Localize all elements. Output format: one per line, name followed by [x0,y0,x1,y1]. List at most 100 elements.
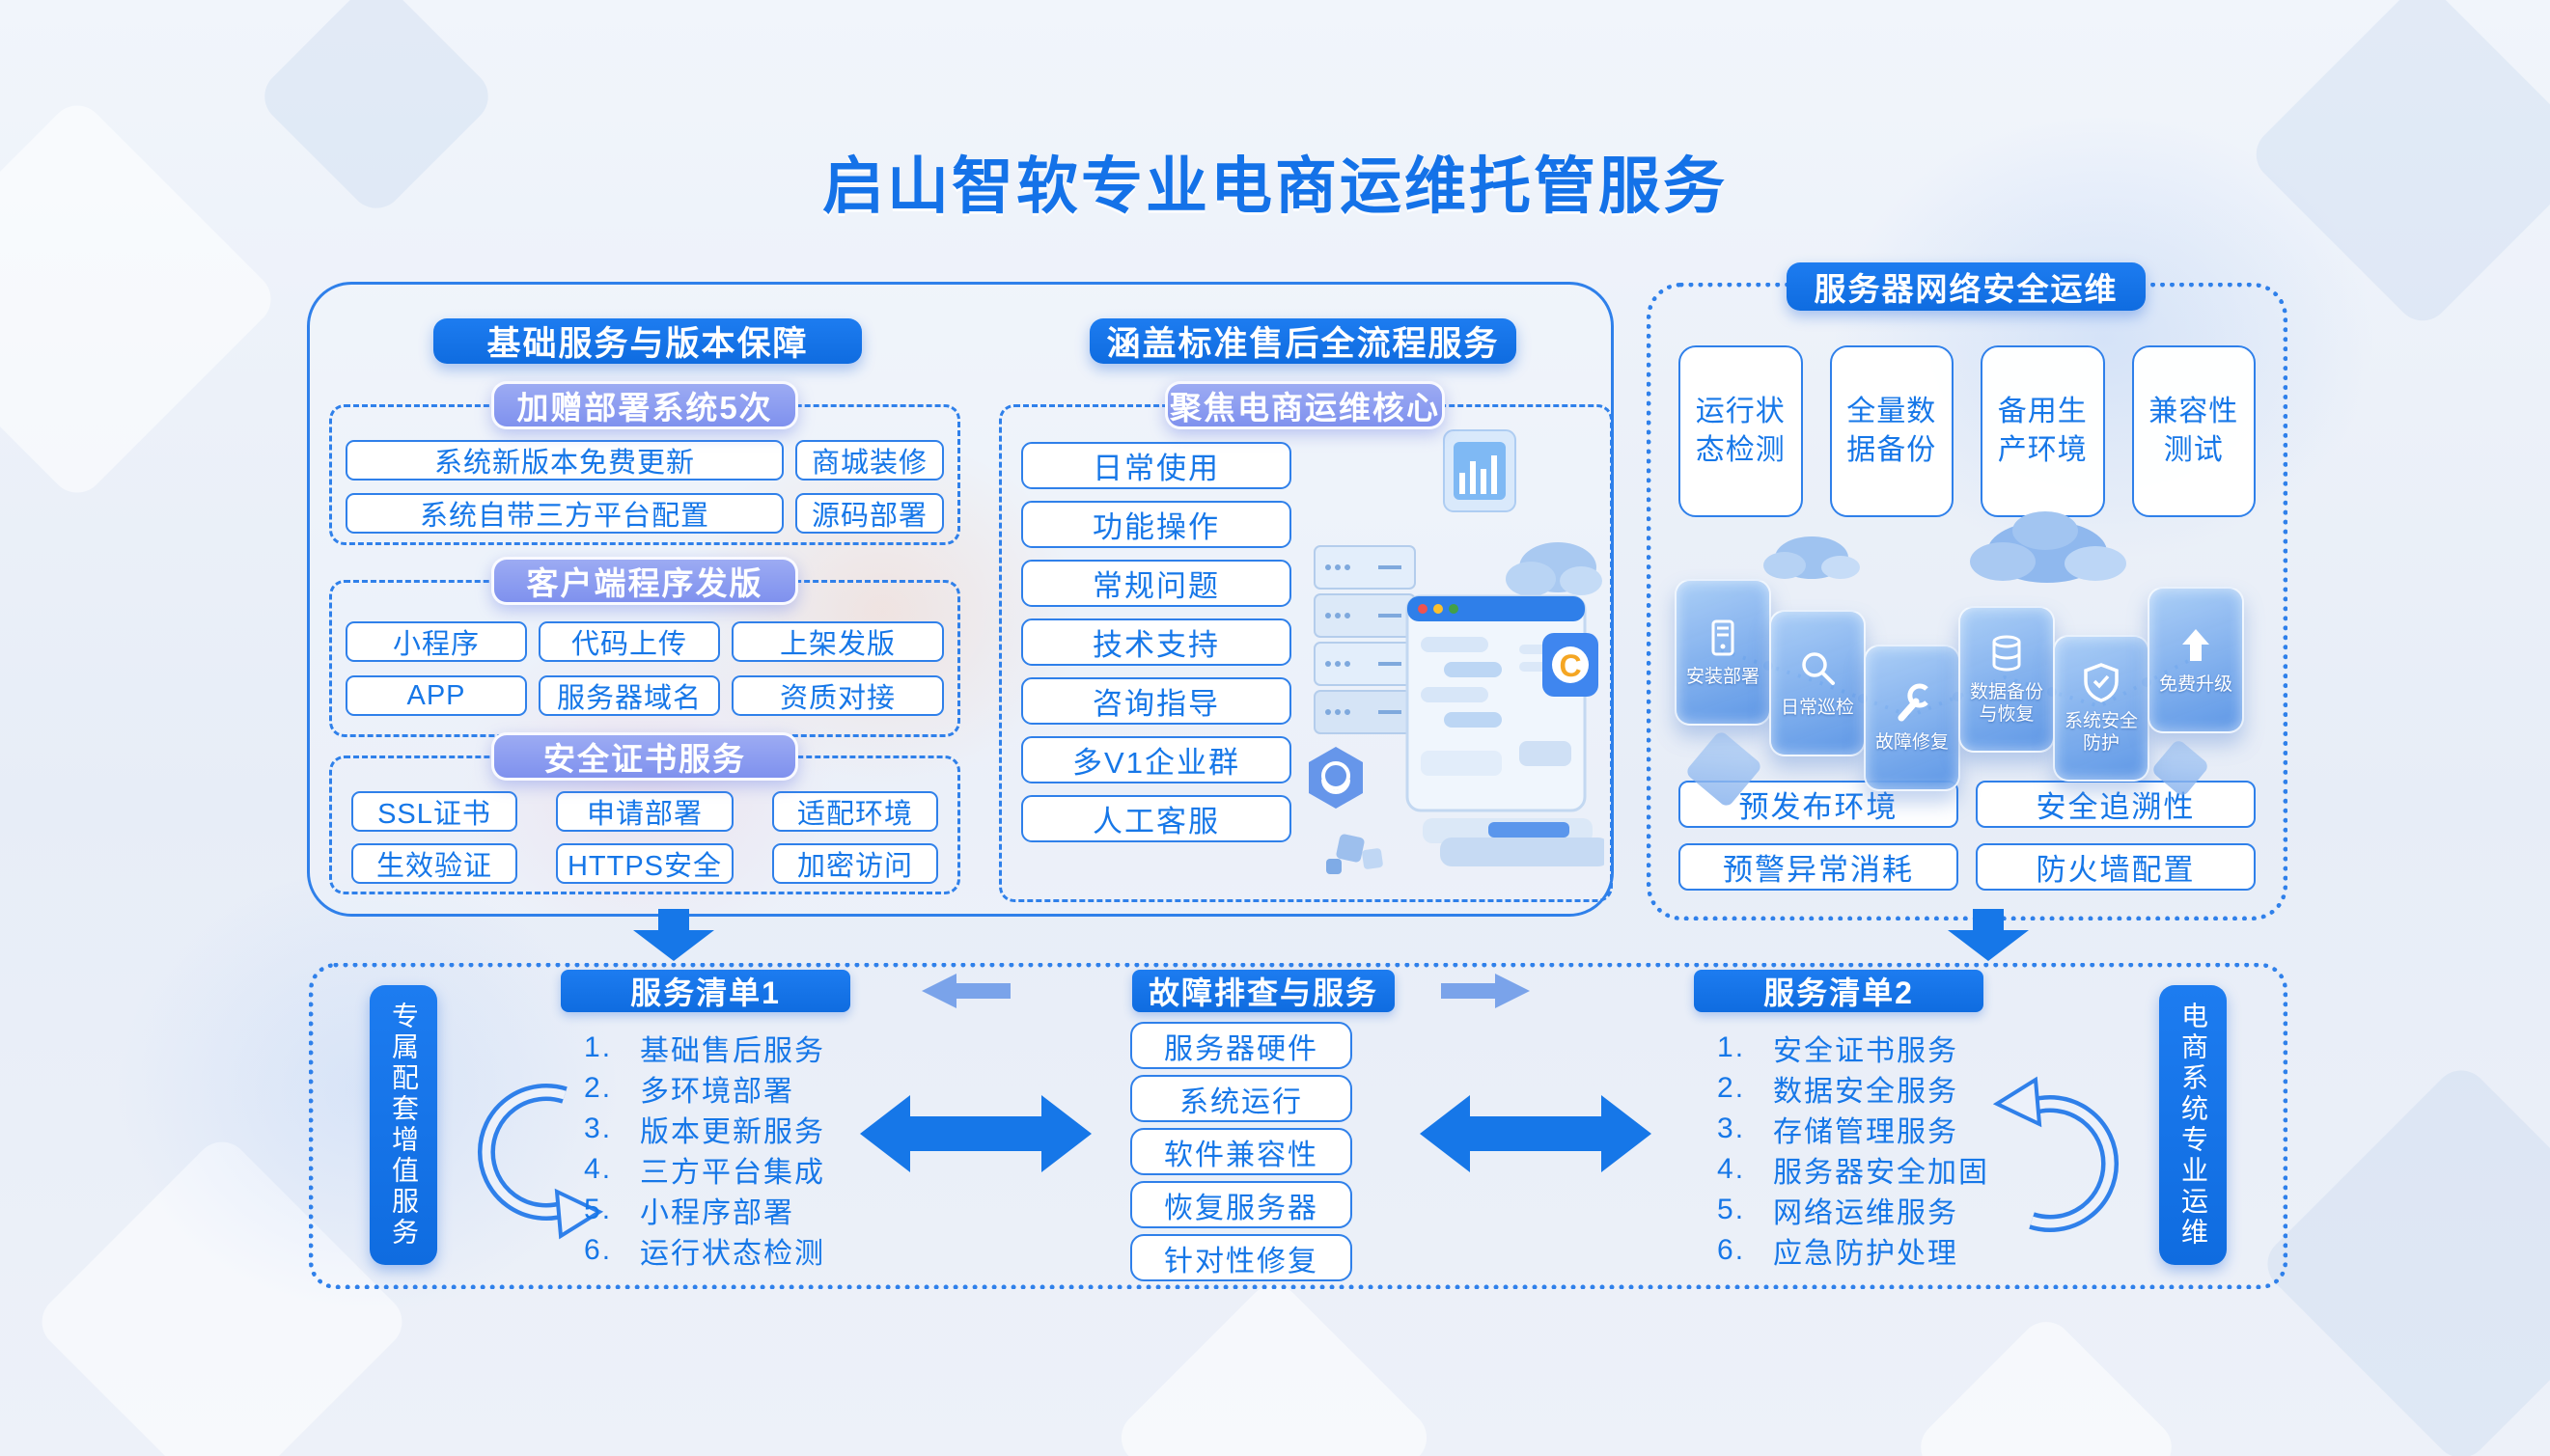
ecommerce-ops-illustration: C [1309,429,1604,874]
list-item: 应急防护处理 [1773,1238,1958,1270]
service-item: 小程序 [346,621,527,662]
process-tile: 安装部署 [1675,579,1771,726]
brand-badge-icon: C [1542,633,1598,697]
client-release-group: 小程序 代码上传 上架发版 APP 服务器域名 资质对接 [329,580,960,737]
shield-icon [2084,663,2119,703]
curved-arrow-icon [477,1084,604,1240]
process-tile-label: 日常巡检 [1780,697,1854,718]
aftersale-header: 涵盖标准售后全流程服务 [1090,318,1516,364]
fault-item: 系统运行 [1130,1075,1352,1122]
service-list2-header: 服务清单2 [1694,970,1983,1012]
service-item: SSL证书 [351,791,517,832]
security-boxes-grid: 预发布环境 安全追溯性 预警异常消耗 防火墙配置 [1678,781,2256,891]
service-item: 系统新版本免费更新 [346,440,784,481]
process-tile: 数据备份与恢复 [1958,606,2055,753]
security-box: 预警异常消耗 [1678,843,1958,891]
left-vertical-banner: 专属配套增值服务 [370,985,437,1265]
right-vertical-banner: 电商系统专业运维 [2159,985,2227,1265]
list-item: 安全证书服务 [1773,1035,1958,1067]
headset-hexagon-icon [1309,747,1363,809]
list-item: 基础售后服务 [640,1035,825,1067]
security-header: 服务器网络安全运维 [1787,262,2146,311]
down-arrow-icon [1948,909,2029,961]
list-item: 网络运维服务 [1773,1197,1958,1229]
security-box: 防火墙配置 [1976,843,2256,891]
security-cards-row: 运行状态检测 全量数据备份 备用生产环境 兼容性测试 [1678,345,2256,517]
cloud-icon [1970,511,2126,583]
support-monitor-icon [1405,594,1587,812]
server-icon [1711,619,1734,656]
cloud-icon [1763,536,1860,579]
process-tile: 故障修复 [1864,645,1960,791]
server-stack-icon [1314,545,1416,734]
list-item: 小程序部署 [640,1197,794,1229]
process-tile: 日常巡检 [1769,610,1866,756]
security-box: 安全追溯性 [1976,781,2256,828]
database-icon [1992,635,2021,672]
list-item: 服务器安全加固 [1773,1157,1989,1189]
service-item: HTTPS安全 [556,843,734,884]
core-item: 常规问题 [1021,560,1291,607]
background-cube-shape [2256,1058,2550,1456]
ssl-cert-group: SSL证书 申请部署 适配环境 生效验证 HTTPS安全 加密访问 [329,755,960,894]
service-item: 源码部署 [795,493,944,534]
list-item: 版本更新服务 [640,1116,825,1148]
subheader-ecommerce-core: 聚焦电商运维核心 [1165,381,1445,429]
fault-header: 故障排查与服务 [1132,970,1395,1012]
security-card: 全量数据备份 [1829,345,1954,517]
service-item: 生效验证 [351,843,517,884]
fault-list: 服务器硬件 系统运行 软件兼容性 恢复服务器 针对性修复 [1130,1022,1352,1281]
list-item: 运行状态检测 [640,1238,825,1270]
small-right-arrow-icon [1441,974,1530,1008]
core-item: 咨询指导 [1021,677,1291,725]
service-item: 资质对接 [732,675,944,716]
subheader-ssl-cert: 安全证书服务 [491,732,798,781]
process-tile: 免费升级 [2148,587,2244,733]
fault-item: 服务器硬件 [1130,1022,1352,1069]
core-item: 人工客服 [1021,795,1291,842]
panel-service-lists: 专属配套增值服务 服务清单1 基础售后服务 多环境部署 版本更新服务 三方平台集… [309,963,2287,1289]
double-arrow-icon [1420,1095,1651,1172]
panel-server-security: 服务器网络安全运维 运行状态检测 全量数据备份 备用生产环境 兼容性测试 [1647,262,2287,920]
security-card: 备用生产环境 [1981,345,2105,517]
core-item: 技术支持 [1021,618,1291,666]
fault-item: 恢复服务器 [1130,1181,1352,1228]
list-item: 数据安全服务 [1773,1076,1958,1108]
security-process-illustration: 安装部署 日常巡检 故障修复 [1671,511,2263,812]
security-card: 兼容性测试 [2131,345,2256,517]
bonus-deploy-group: 系统新版本免费更新 商城装修 系统自带三方平台配置 源码部署 [329,404,960,545]
page-title: 启山智软专业电商运维托管服务 [822,151,1728,221]
fault-item: 针对性修复 [1130,1234,1352,1281]
core-item: 日常使用 [1021,442,1291,489]
core-item: 多V1企业群 [1021,736,1291,783]
subheader-client-release: 客户端程序发版 [491,557,798,605]
cube-cluster-icon [1326,834,1383,874]
double-arrow-icon [860,1095,1092,1172]
service-item: 加密访问 [772,843,938,884]
background-cube-shape [1909,1310,2183,1456]
ecommerce-core-group: 日常使用 功能操作 常规问题 技术支持 咨询指导 多V1企业群 人工客服 [999,404,1613,902]
fault-item: 软件兼容性 [1130,1128,1352,1175]
process-tile-label: 数据备份与恢复 [1969,682,2043,725]
service-item: 申请部署 [556,791,734,832]
process-tile-label: 免费升级 [2158,673,2232,695]
service-item: 商城装修 [795,440,944,481]
svg-text:C: C [1559,648,1581,683]
service-list1: 基础售后服务 多环境部署 版本更新服务 三方平台集成 小程序部署 运行状态检测 [584,1028,902,1271]
subheader-bonus-deploy: 加赠部署系统5次 [491,381,798,429]
service-item: 服务器域名 [539,675,720,716]
service-item: 上架发版 [732,621,944,662]
core-item: 功能操作 [1021,501,1291,548]
magnifier-icon [1802,651,1835,685]
service-item: 代码上传 [539,621,720,662]
service-item: 系统自带三方平台配置 [346,493,784,534]
list-item: 存储管理服务 [1773,1116,1958,1148]
basic-services-header: 基础服务与版本保障 [433,318,862,364]
wrench-icon [1898,683,1928,722]
list-item: 三方平台集成 [640,1157,825,1189]
cloud-icon [1506,542,1602,596]
curved-arrow-icon [1992,1076,2120,1232]
service-list2: 安全证书服务 数据安全服务 存储管理服务 服务器安全加固 网络运维服务 应急防护… [1717,1028,2045,1271]
service-item: APP [346,675,527,716]
